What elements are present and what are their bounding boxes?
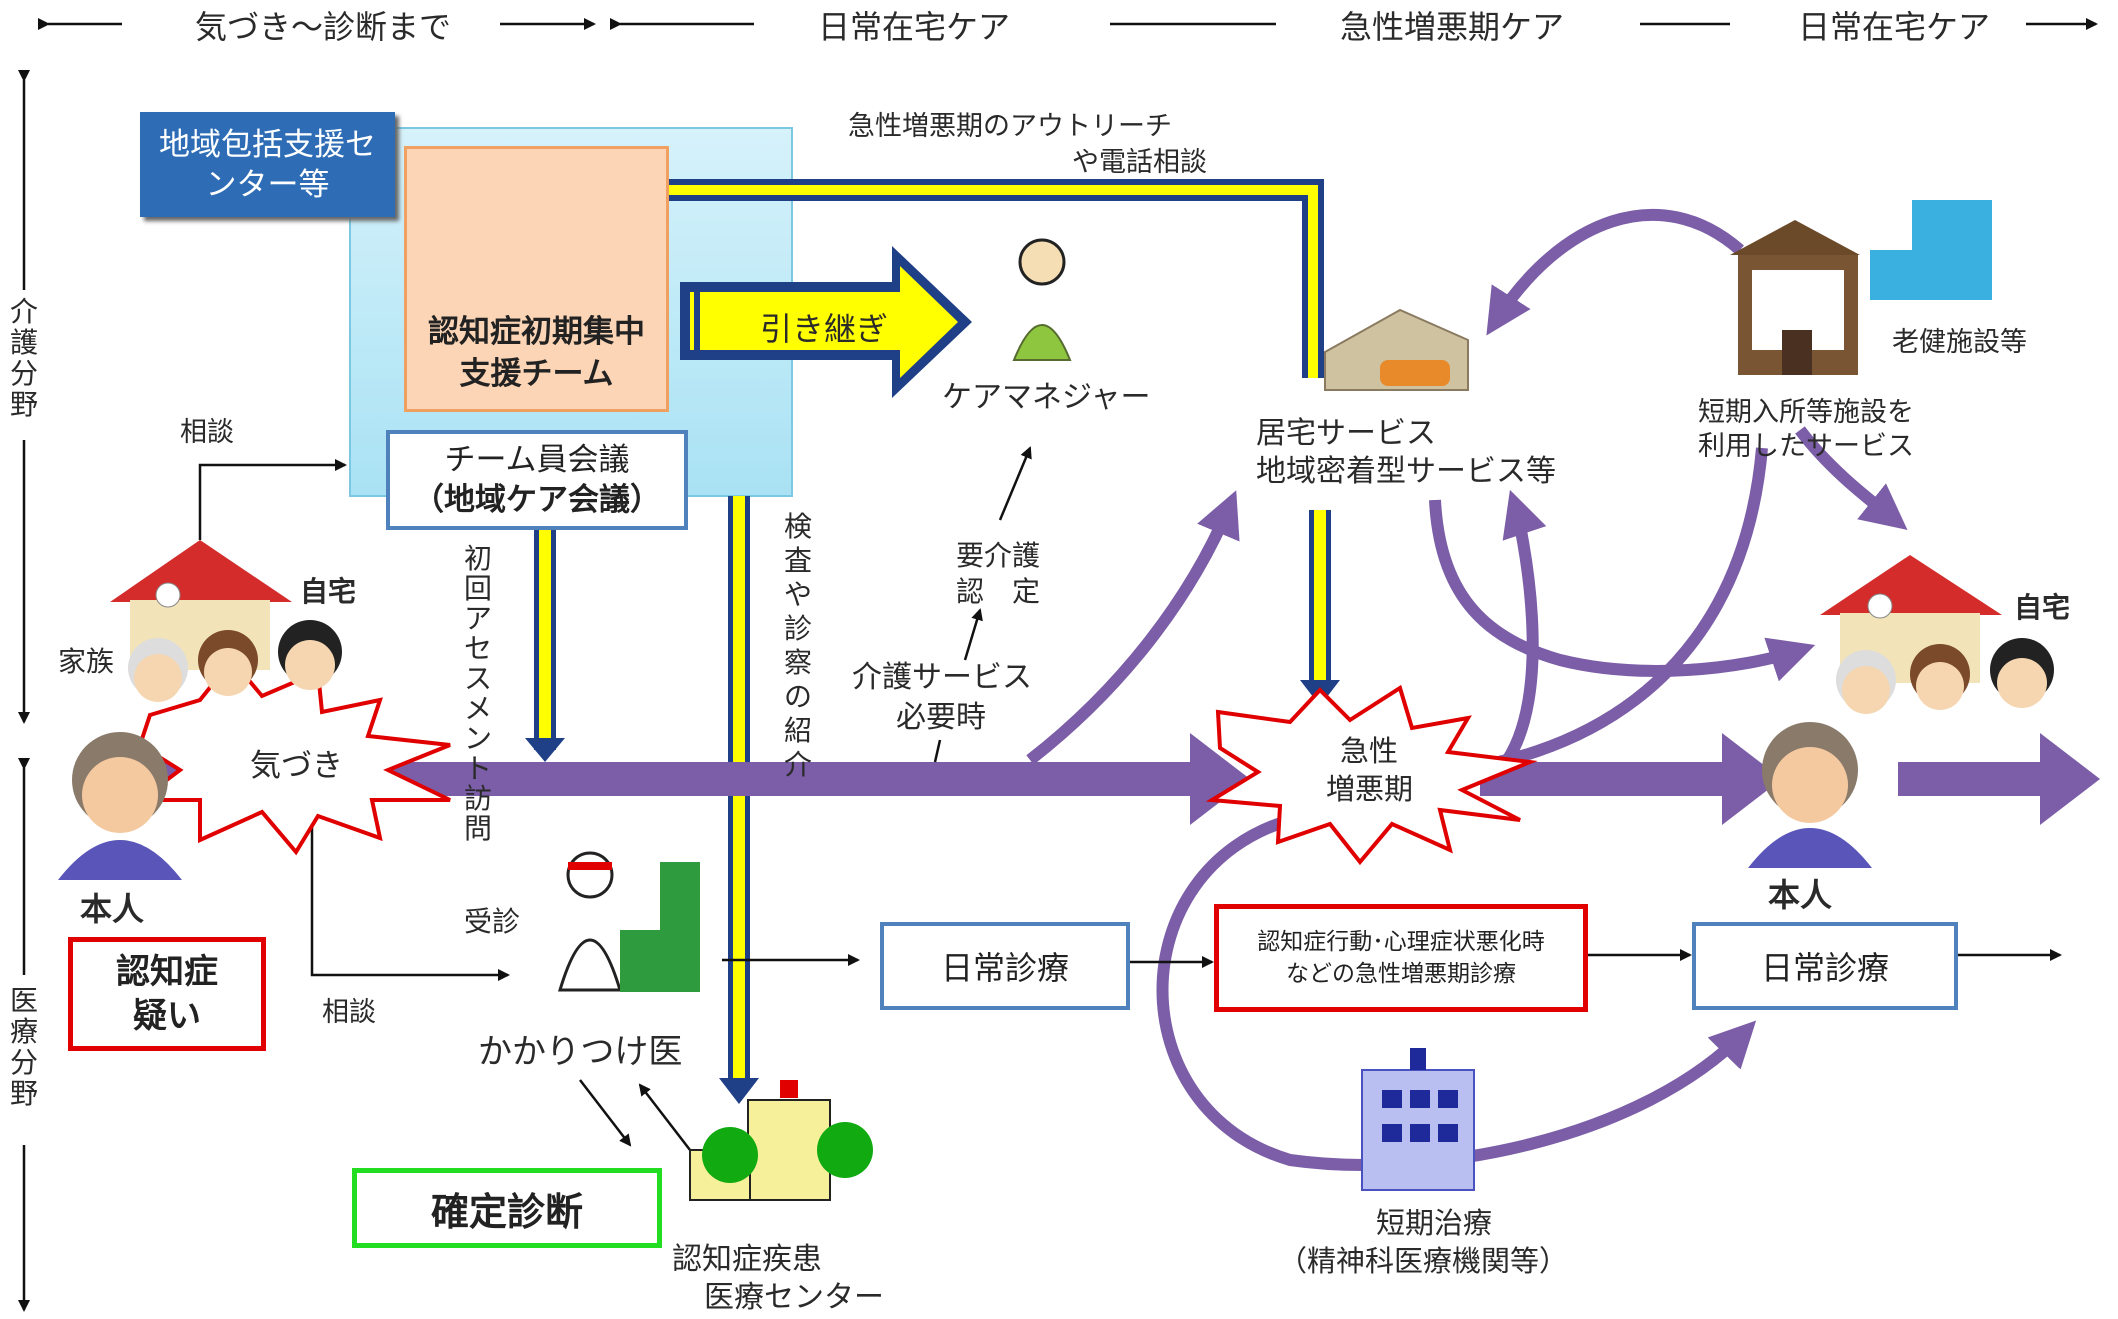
- acute-care-line2: などの急性増悪期診療: [1286, 961, 1516, 987]
- meeting-line1: チーム員会議: [444, 442, 630, 478]
- medical-field-label: 医療分野: [9, 984, 38, 1110]
- rouken-building-icon: [1870, 200, 1992, 300]
- person-left-figure: [58, 732, 182, 880]
- care-cert-label-2: 認 定: [956, 575, 1041, 608]
- acute-burst-label-2: 増悪期: [1326, 772, 1414, 806]
- acute-burst-label-1: 急性: [1340, 734, 1399, 768]
- care-manager-figure: [1012, 238, 1072, 361]
- short-stay-label-1: 短期入所等施設を: [1698, 397, 1914, 428]
- short-treatment-hospital-icon: [1361, 1048, 1475, 1191]
- acute-care-line1: 認知症行動･心理症状悪化時: [1257, 929, 1545, 955]
- dementia-center-label-2: 医療センター: [704, 1280, 884, 1315]
- family-right: [1836, 638, 2054, 714]
- doctor-icon: [557, 851, 623, 992]
- home-right-label: 自宅: [2014, 591, 2071, 624]
- care-manager-label: ケアマネジャー: [942, 380, 1151, 415]
- phase-daily-home-care-1: 日常在宅ケア: [818, 8, 1011, 46]
- home-left-label: 自宅: [300, 575, 357, 608]
- phase-daily-home-care-2: 日常在宅ケア: [1798, 8, 1991, 46]
- team-label: 認知症初期集中支援チーム: [428, 314, 645, 392]
- support-center-box: 地域包括支援センター等: [140, 112, 395, 217]
- family-left: [128, 620, 342, 702]
- person-right-label: 本人: [1768, 876, 1833, 914]
- kizuki-burst: [134, 656, 451, 856]
- rouken-label: 老健施設等: [1892, 327, 2027, 358]
- home-service-label-1: 居宅サービス: [1256, 416, 1436, 451]
- acute-burst: [1205, 684, 1538, 866]
- thin-arrows: [198, 446, 2062, 1151]
- team-meeting-box: チーム員会議 （地域ケア会議）: [386, 430, 688, 530]
- yellow-down-arrows: [525, 496, 1340, 1104]
- visit-label: 受診: [464, 905, 521, 938]
- care-needed-label-1: 介護サービス: [852, 660, 1032, 695]
- phase-acute-care: 急性増悪期ケア: [1340, 8, 1565, 46]
- phase-awareness-to-diagnosis: 気づき～診断まで: [195, 8, 452, 46]
- initial-support-team-box: 認知症初期集中支援チーム: [404, 146, 669, 412]
- clinic-building-icon: [620, 862, 700, 992]
- kizuki-label: 気づき: [250, 748, 343, 784]
- first-visit-label: 初回アセスメント訪問: [463, 542, 492, 845]
- confirmed-diagnosis-box: 確定診断: [352, 1168, 662, 1248]
- outreach-label-2: や電話相談: [1072, 147, 1207, 178]
- handover-label: 引き継ぎ: [760, 310, 889, 348]
- daily-care-box-2: 日常診療: [1692, 922, 1958, 1010]
- dementia-suspect-box: 認知症疑い: [68, 937, 266, 1051]
- short-stay-label-2: 利用したサービス: [1698, 431, 1914, 462]
- home-service-icon: [1324, 308, 1469, 391]
- consult-bottom-label: 相談: [322, 997, 376, 1028]
- short-treat-label-2: （精神科医療機関等）: [1278, 1244, 1569, 1278]
- outreach-label-1: 急性増悪期のアウトリーチ: [848, 111, 1172, 142]
- person-left-label: 本人: [80, 890, 145, 928]
- outreach-connector: [668, 179, 1324, 378]
- care-field-label: 介護分野: [9, 295, 38, 421]
- family-doctor-label: かかりつけ医: [478, 1032, 683, 1072]
- care-needed-label-2: 必要時: [896, 700, 986, 735]
- handover-arrow: [680, 246, 972, 398]
- daily-care-box-1: 日常診療: [880, 922, 1130, 1010]
- exam-intro-label: 検査や診察の紹介: [783, 510, 812, 781]
- consult-top-label: 相談: [180, 417, 234, 448]
- care-cert-label-1: 要介護: [956, 539, 1041, 572]
- facility-building-icon: [1730, 220, 1860, 375]
- person-right-figure: [1748, 722, 1872, 868]
- dementia-center-icon: [689, 1080, 873, 1201]
- family-label: 家族: [58, 645, 115, 678]
- dementia-center-label-1: 認知症疾患: [672, 1242, 822, 1277]
- meeting-line2: （地域ケア会議）: [413, 482, 661, 518]
- home-service-label-2: 地域密着型サービス等: [1256, 454, 1556, 489]
- acute-care-box: 認知症行動･心理症状悪化時 などの急性増悪期診療: [1214, 904, 1588, 1012]
- short-treat-label-1: 短期治療: [1376, 1206, 1493, 1240]
